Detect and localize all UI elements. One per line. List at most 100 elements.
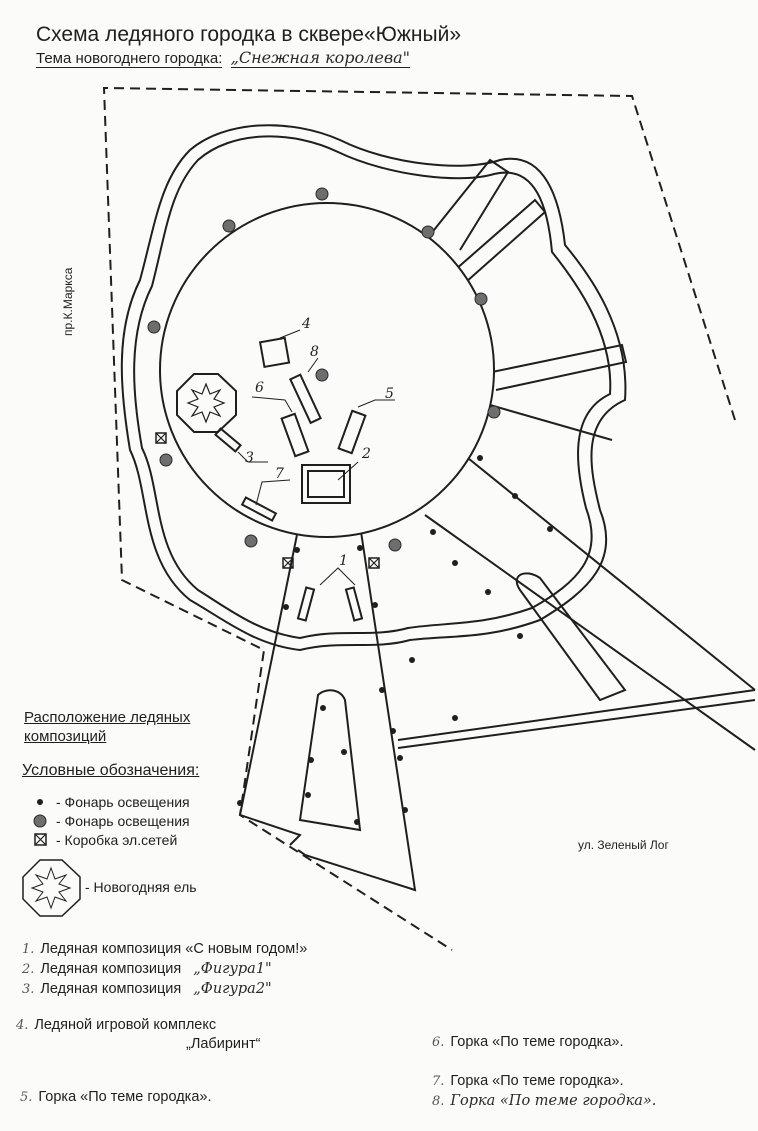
large-lamp [244,534,258,548]
leader-4 [279,329,301,339]
map-number-4: 4 [301,316,311,332]
composition-item-4-name: „Лабиринт“ [186,1036,261,1052]
map-number-3: 3 [245,450,254,466]
large-lamp [315,187,329,201]
map-number-2: 2 [361,446,371,462]
theme-label: Тема новогоднего городка: [36,50,223,68]
large-lamp [147,320,161,334]
composition-text: Ледяная композиция «С новым годом!» [40,941,308,957]
electric-box-3-cross [368,557,380,569]
composition-number: 5. [20,1090,33,1105]
small-lamp [341,749,347,755]
composition-item-1: 1. Ледяная композиция «С новым годом!» [22,942,307,957]
path-northeast-2 [454,198,547,283]
path-northeast [429,158,510,251]
theme-value: „Снежная королева" [230,48,411,68]
small-lamp [379,687,385,693]
electric-box-1-cross [155,432,167,444]
small-lamp [402,807,408,813]
page-title: Схема ледяного городка в сквере«Южный» [36,23,462,46]
christmas-tree-octagon [176,373,237,433]
composition-1b [344,586,364,622]
leader-7 [255,479,291,506]
park-outline-outer [120,124,627,652]
alley-southeast-1 [457,449,756,691]
composition-1a [296,586,316,622]
street-right: ул. Зеленый Лог [578,838,669,852]
composition-text: Горка «По теме городка». [450,1073,624,1089]
path-east-2 [489,404,613,441]
small-lamp [452,560,458,566]
composition-7 [240,496,278,522]
legend-large-dot-icon [33,814,47,828]
composition-2-outer [301,464,351,504]
composition-item-8: 8.Горка «По теме городка». [432,1094,656,1109]
site-boundary [102,86,736,951]
composition-item-7: 7. Горка «По теме городка». [432,1074,623,1089]
small-lamp [409,657,415,663]
alley-southeast-2 [424,514,756,751]
christmas-tree-star [186,382,226,424]
composition-handwritten: „Фигура2" [193,981,272,997]
legend-tree: - Новогодняя ель [85,879,197,895]
legend-electric-box: - Коробка эл.сетей [56,832,178,848]
composition-handwritten: „Фигура1" [193,961,272,977]
small-lamp [430,529,436,535]
composition-item-4: 4.Ледяной игровой комплекс [16,1018,216,1033]
small-lamp [294,547,300,553]
composition-number: 7. [432,1074,445,1089]
large-lamp [474,292,488,306]
small-lamp [372,602,378,608]
map-number-7: 7 [275,466,284,482]
alley-east-cross [397,689,756,741]
small-lamp [305,792,311,798]
composition-number: 1. [22,942,35,957]
entrance-alley-west [238,519,302,846]
small-lamp [397,755,403,761]
central-plaza [159,202,495,538]
entrance-island [298,689,362,832]
electric-box-3 [368,557,380,569]
composition-item-5: 5. Горка «По теме городка». [20,1090,211,1105]
large-lamp [388,538,402,552]
map-number-5: 5 [385,386,394,402]
legend-small-dot-icon [37,799,43,805]
composition-text: Горка «По теме городка». [450,1034,624,1050]
composition-item-3: 3.Ледяная композиция „Фигура2" [22,982,272,997]
legend-tree-star-icon [30,866,72,910]
path-east [491,343,628,391]
small-lamp [547,526,553,532]
composition-number: 6. [432,1035,445,1050]
electric-box-2 [282,557,294,569]
legend-large-lamp: - Фонарь освещения [56,813,190,829]
large-lamp [487,405,501,419]
small-lamp [283,604,289,610]
composition-text: Горка «По теме городка». [38,1089,212,1105]
leader-1 [319,567,356,586]
small-lamp [390,728,396,734]
leader-5 [357,399,395,408]
street-left: пр.К.Маркса [61,267,75,336]
composition-item-2: 2.Ледяная композиция „Фигура1" [22,962,272,977]
composition-number: 4. [16,1018,29,1033]
composition-4 [258,336,291,369]
composition-6 [280,412,310,458]
composition-5 [337,409,367,455]
composition-number: 8. [432,1094,445,1109]
leader-6 [251,396,293,413]
placement-label: Расположение ледяных композиций [24,709,191,745]
small-lamp [452,715,458,721]
loop-path [515,572,627,702]
composition-number: 2. [22,962,35,977]
leader-3 [237,451,268,463]
small-lamp [477,455,483,461]
composition-2-inner [307,470,345,498]
large-lamp [159,453,173,467]
composition-text: Ледяная композиция [40,981,182,997]
theme-row: Тема новогоднего городка: „Снежная корол… [36,48,411,68]
map-number-8: 8 [310,344,319,360]
large-lamp [222,219,236,233]
small-lamp [354,819,360,825]
